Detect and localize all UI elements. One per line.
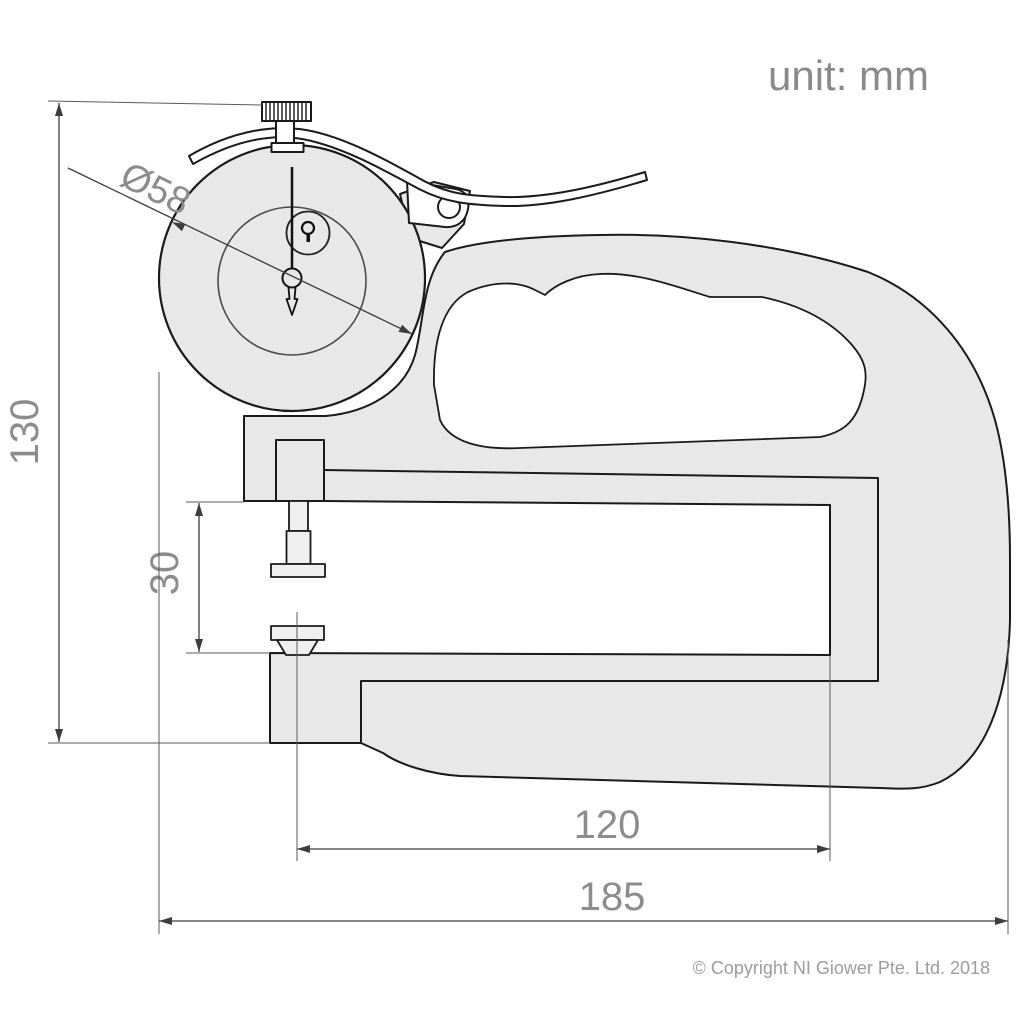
frame-step-contour — [323, 469, 879, 742]
knurl-hatching — [265, 103, 307, 120]
dimension-throat-opening: 30 — [143, 501, 270, 654]
needle-hub — [281, 267, 303, 289]
copyright-notice: © Copyright NI Giower Pte. Ltd. 2018 — [693, 958, 990, 978]
lifting-lever — [188, 127, 648, 208]
overall-length-label: 185 — [579, 875, 646, 919]
height-label: 130 — [3, 399, 47, 466]
subdial-keyhole-stem — [306, 233, 310, 242]
stem-knob — [261, 101, 312, 153]
dimension-overall-length: 185 — [158, 372, 1009, 934]
knob-stem — [275, 120, 295, 144]
unit-label: unit: mm — [768, 52, 929, 99]
spindle-housing-block — [275, 439, 325, 502]
dimension-height: 130 — [3, 100, 270, 744]
gauge-body — [243, 233, 1011, 790]
throat-opening-label: 30 — [143, 551, 187, 596]
knob-collar — [270, 142, 305, 153]
spindle-lower — [285, 530, 312, 565]
handle-cutout — [433, 272, 867, 450]
measuring-assembly — [270, 439, 326, 861]
dimension-throat-depth: 120 — [297, 656, 831, 861]
needle-tail — [285, 286, 299, 316]
upper-contact-disc — [270, 563, 326, 578]
dial-indicator — [157, 143, 427, 413]
throat-depth-label: 120 — [574, 803, 641, 847]
spindle-upper — [288, 500, 309, 532]
